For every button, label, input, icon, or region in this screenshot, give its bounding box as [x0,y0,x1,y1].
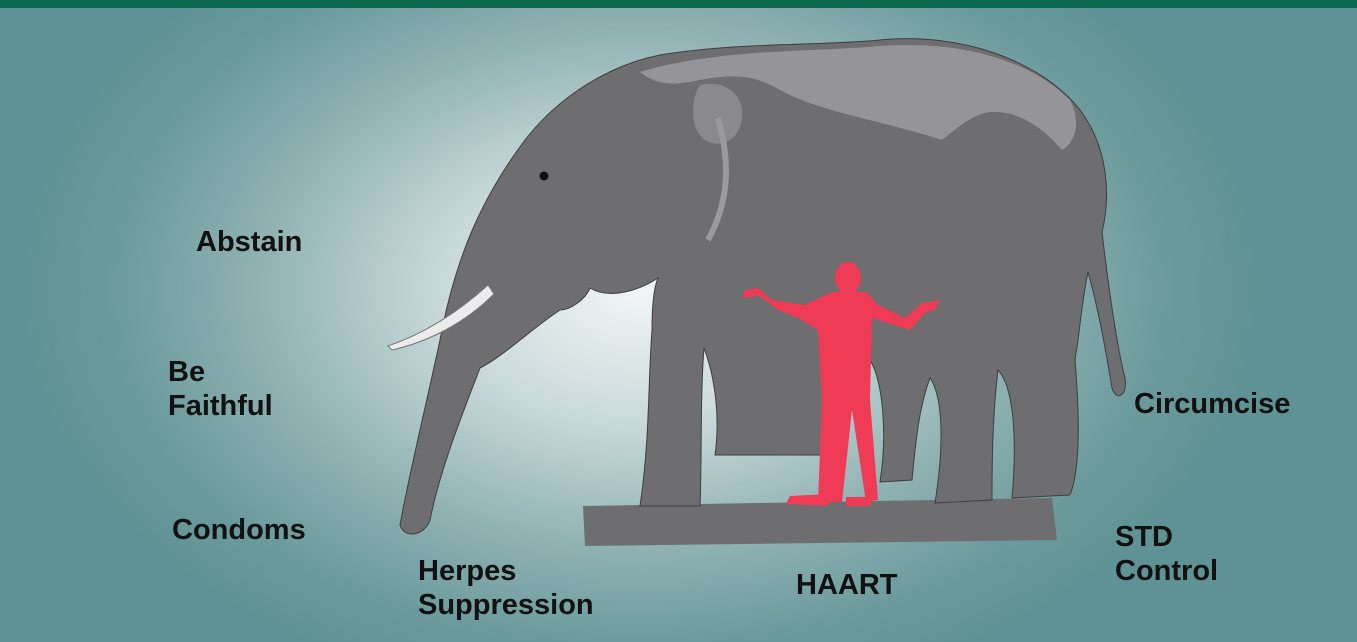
label-condoms: Condoms [172,513,306,547]
label-std-line2: Control [1115,554,1218,588]
label-abstain: Abstain [196,225,302,259]
label-circumcise: Circumcise [1134,387,1290,421]
label-std-control: STD Control [1115,520,1218,588]
elephant-eye [540,172,549,181]
label-haart: HAART [796,568,898,602]
label-herpes-line1: Herpes [418,554,594,588]
label-be-faithful-line1: Be [168,355,273,389]
label-herpes-line2: Suppression [418,588,594,622]
label-std-line1: STD [1115,520,1218,554]
label-herpes-suppression: Herpes Suppression [418,554,594,622]
label-be-faithful: Be Faithful [168,355,273,423]
label-be-faithful-line2: Faithful [168,389,273,423]
